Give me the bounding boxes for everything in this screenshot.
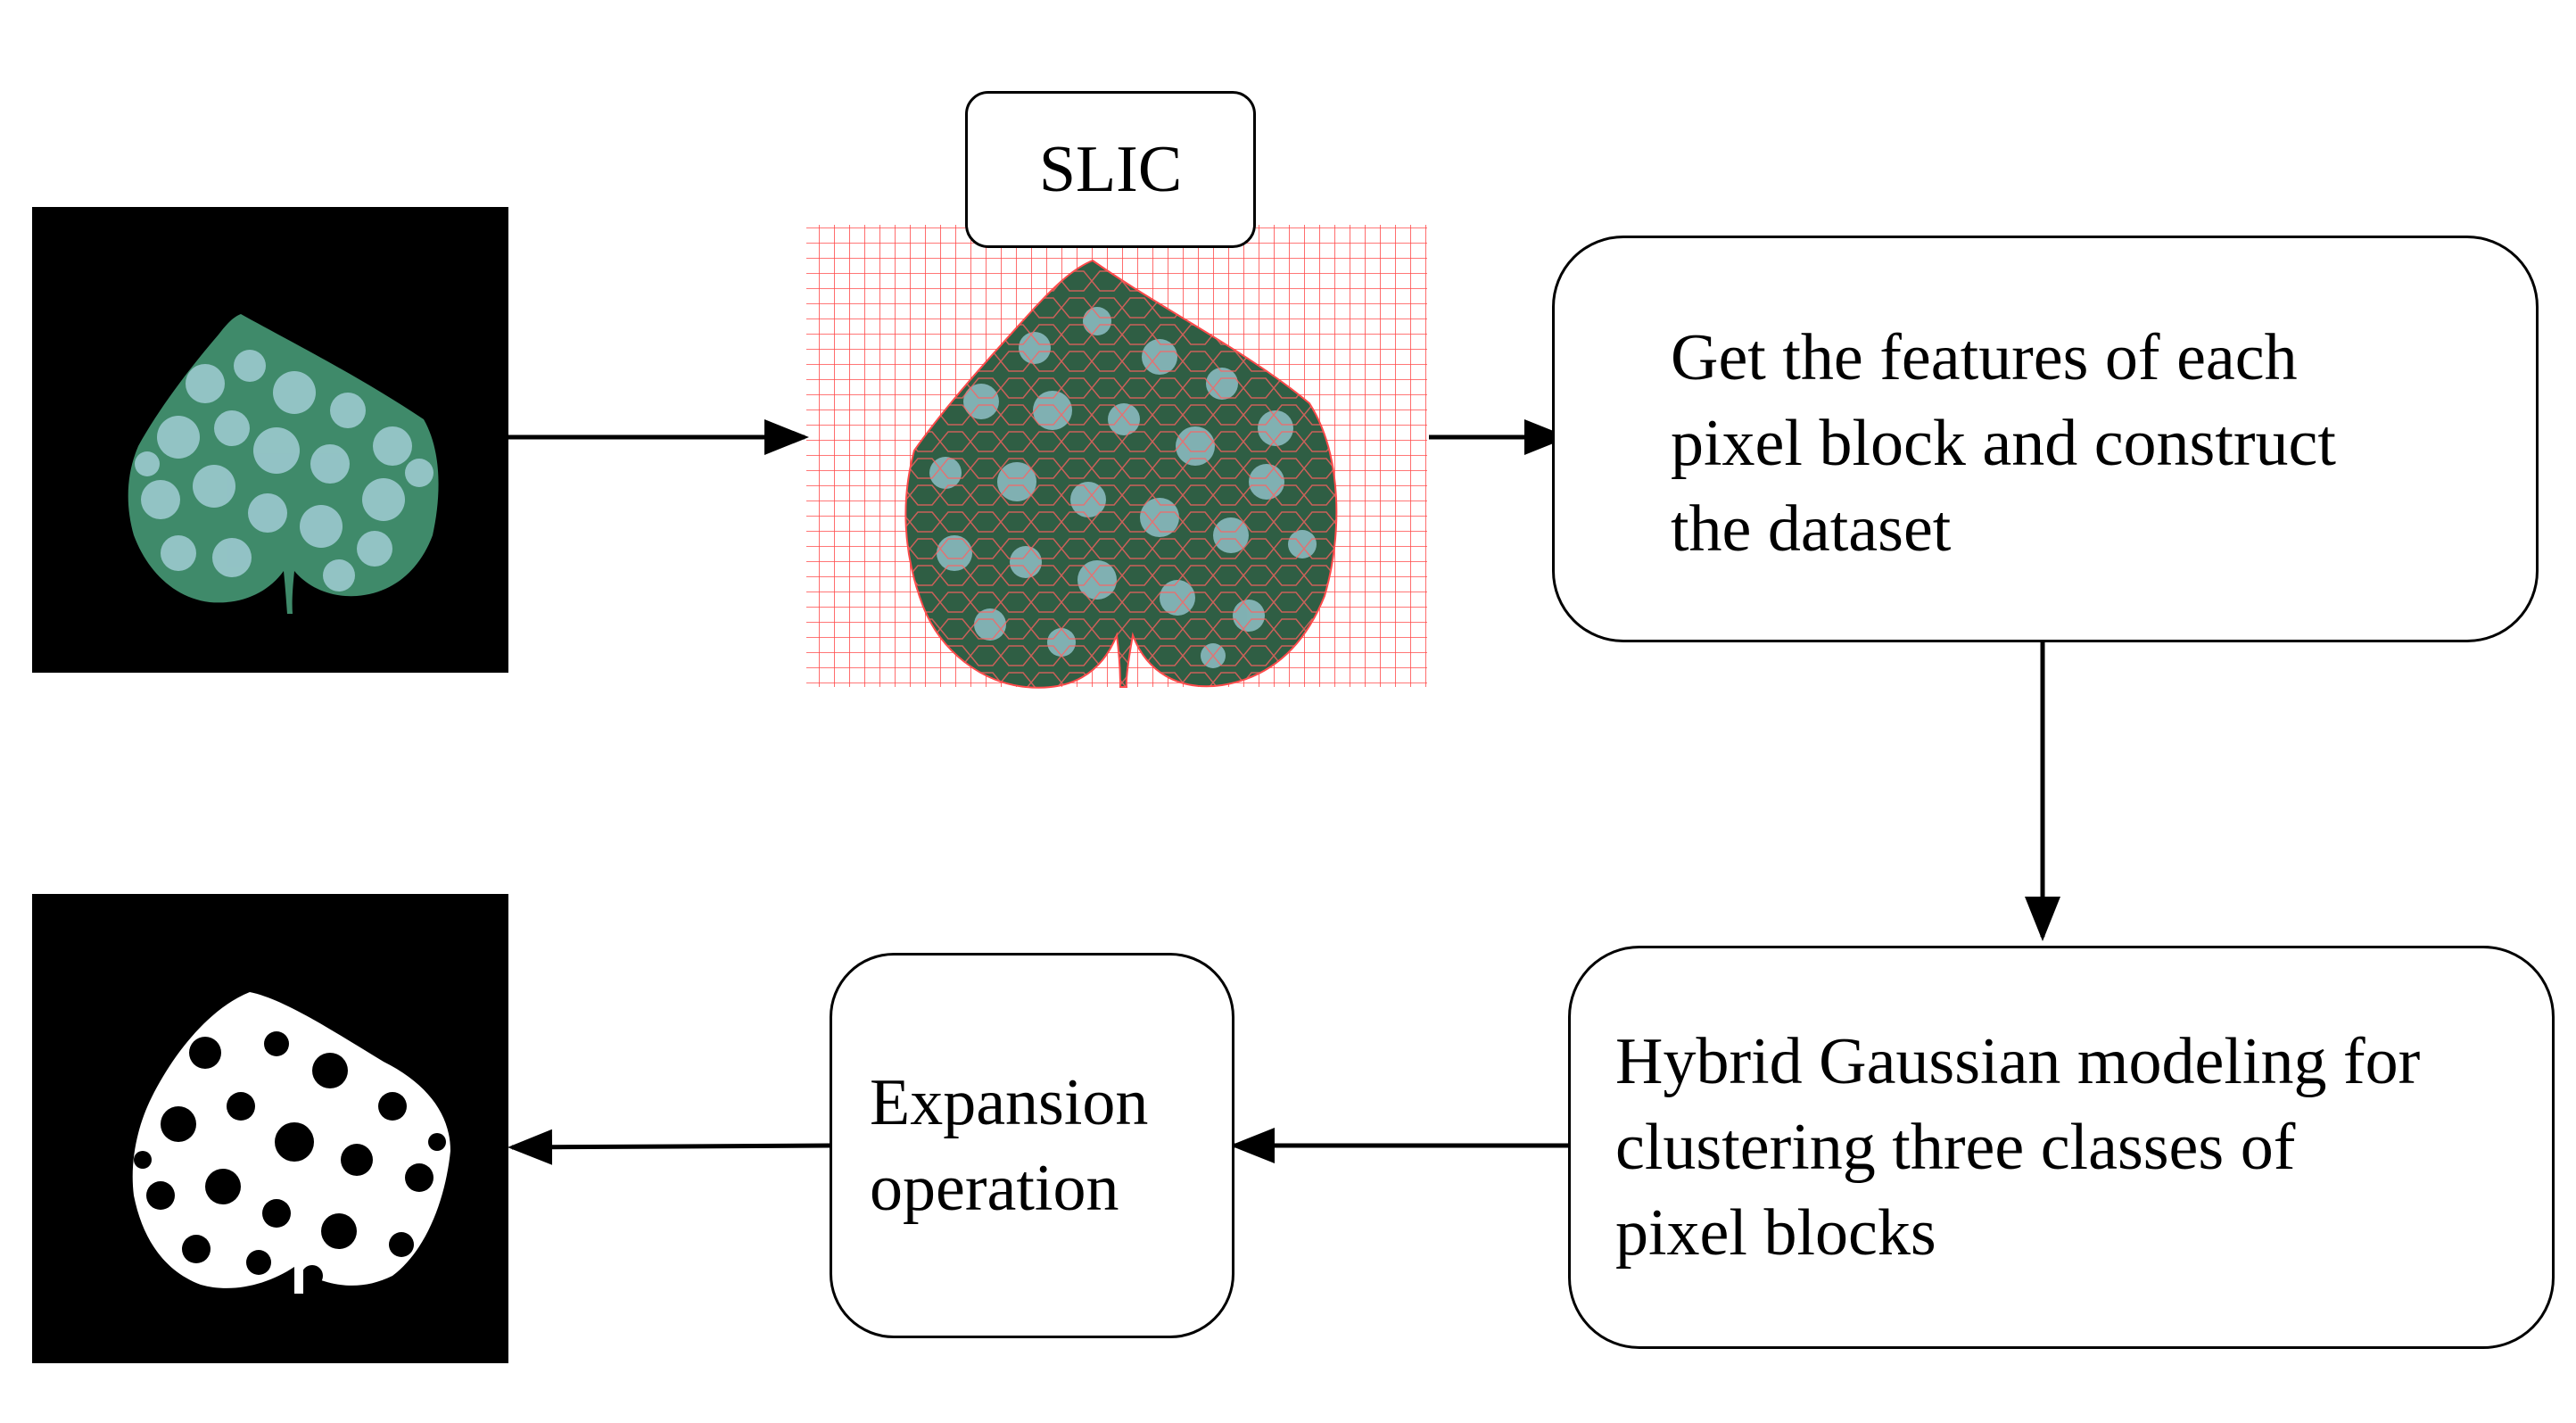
expansion-text: Expansion operation (870, 1066, 1149, 1225)
arrow-expansion-to-mask (508, 1129, 830, 1165)
slic-leaf-image (806, 225, 1427, 689)
slic-label: SLIC (1038, 133, 1183, 206)
binary-mask-image (32, 894, 508, 1363)
gaussian-text: Hybrid Gaussian modeling for clustering … (1615, 1025, 2421, 1270)
features-box: Get the features of each pixel block and… (1552, 236, 2539, 642)
expansion-box: Expansion operation (830, 953, 1234, 1338)
gaussian-box: Hybrid Gaussian modeling for clustering … (1568, 946, 2555, 1349)
features-text: Get the features of each pixel block and… (1671, 321, 2336, 566)
slic-box: SLIC (965, 91, 1256, 248)
input-leaf-image (32, 207, 508, 673)
